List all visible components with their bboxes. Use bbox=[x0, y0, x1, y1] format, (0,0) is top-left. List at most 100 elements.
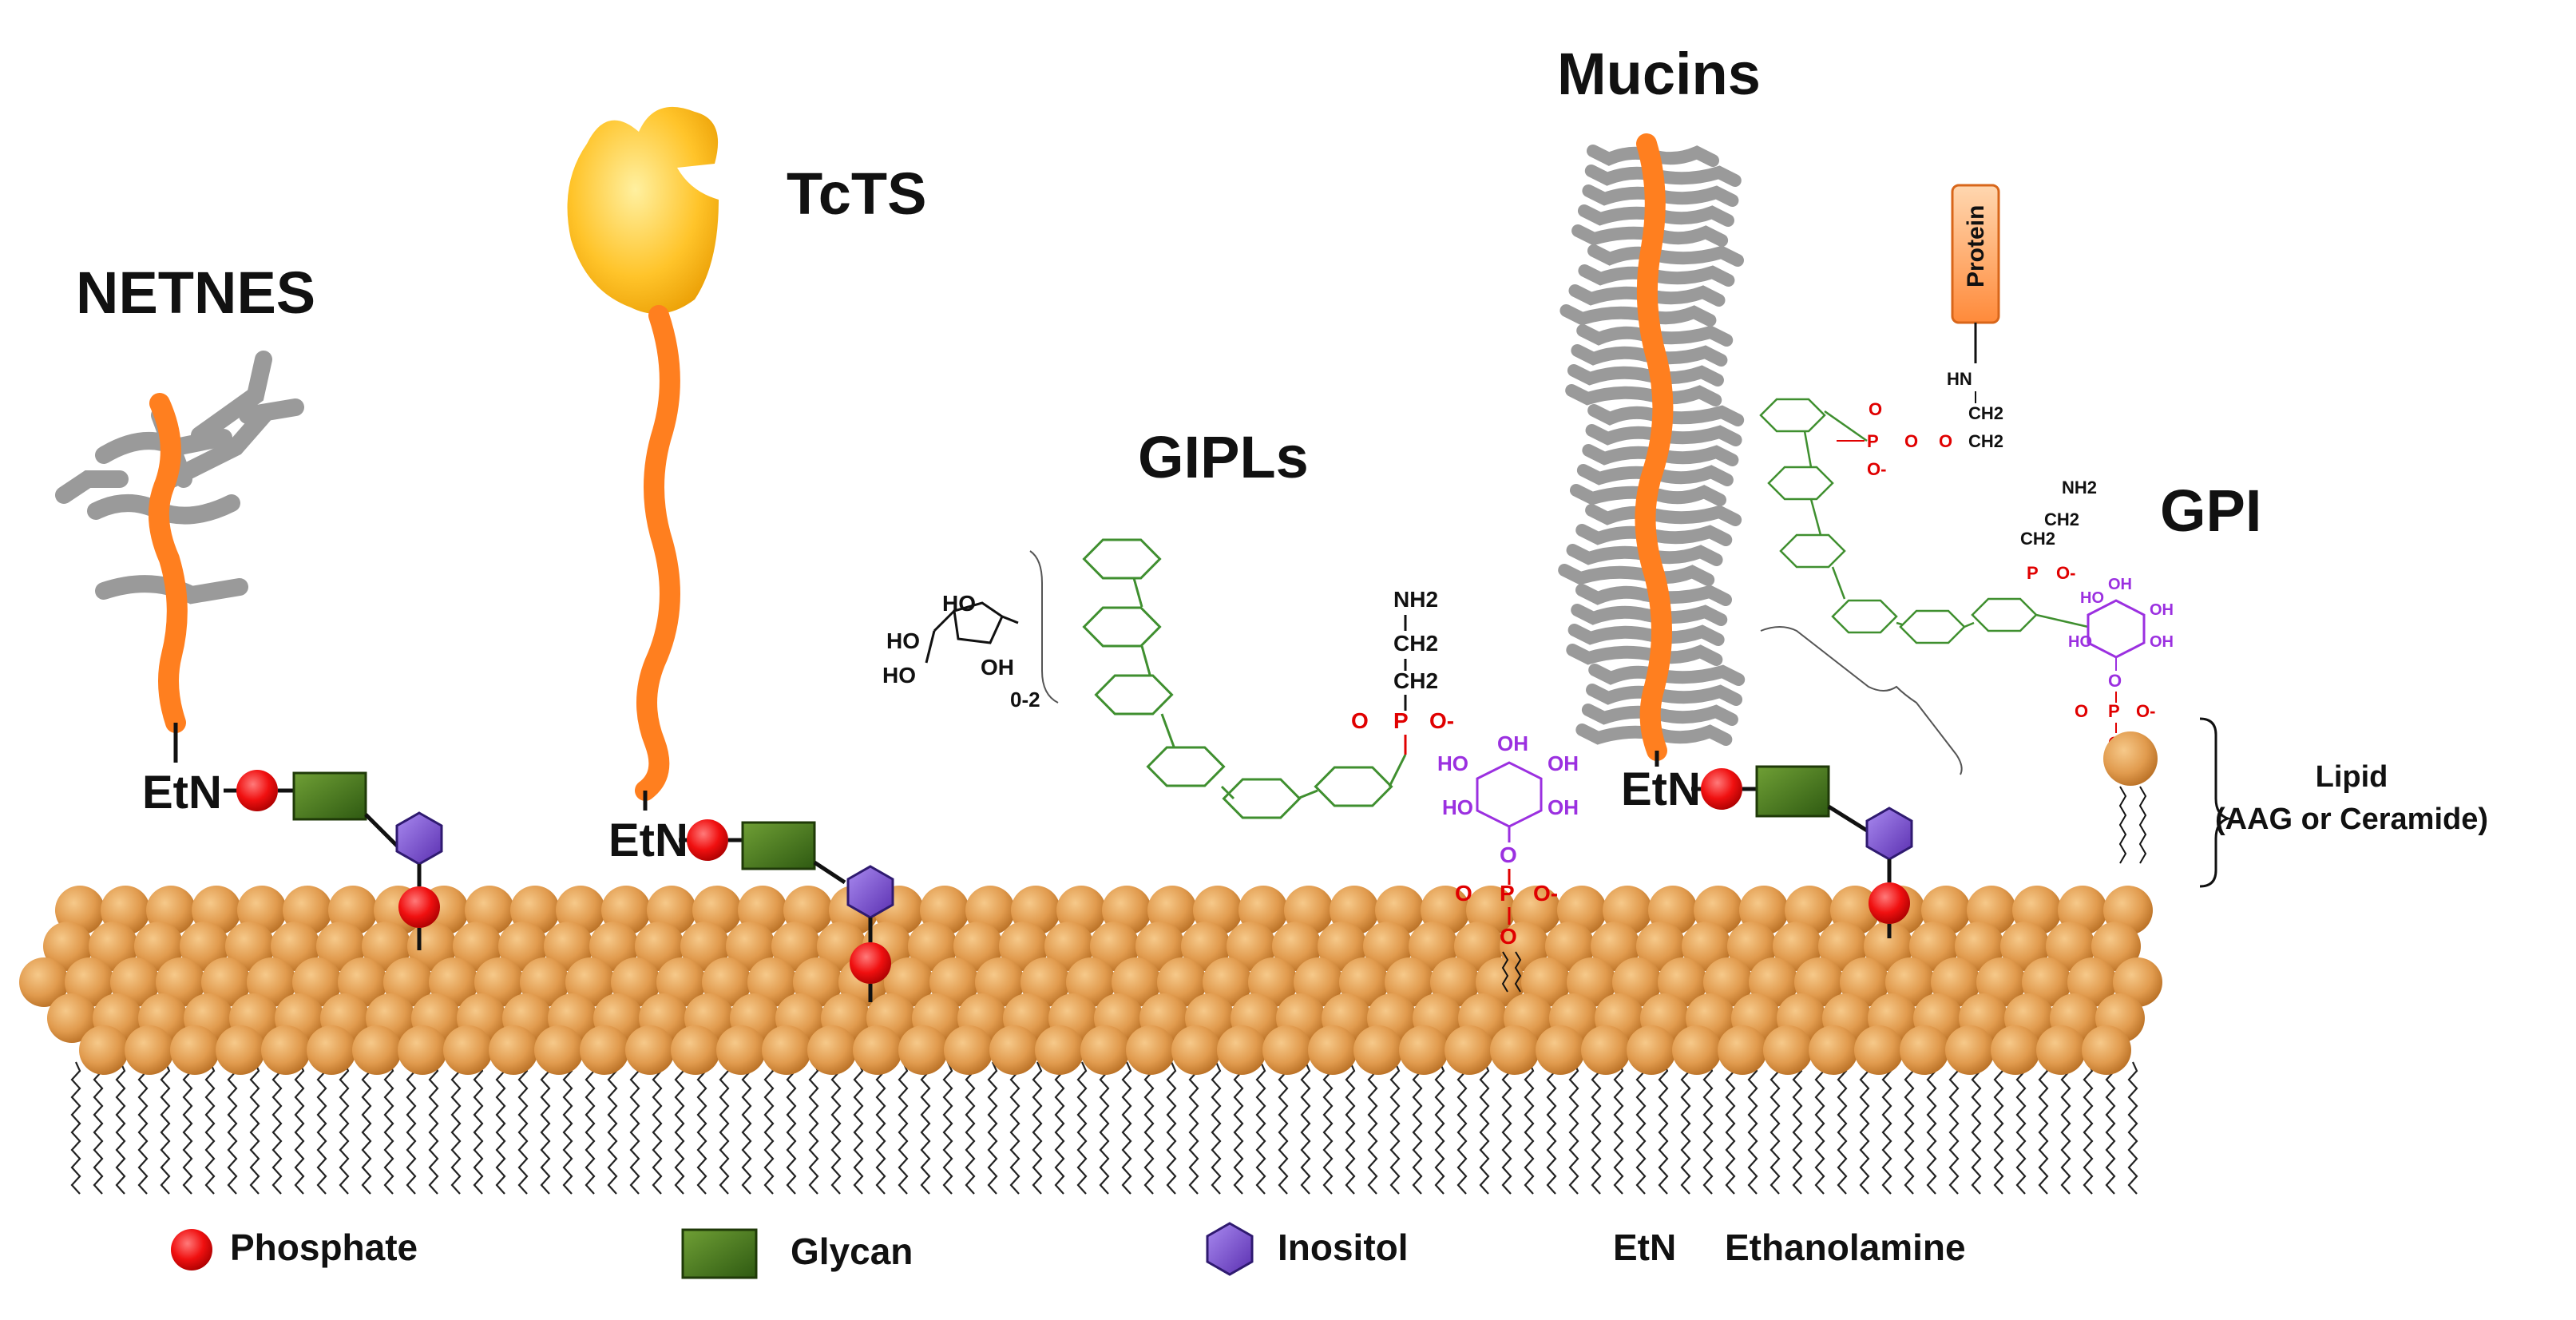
netnes-label: NETNES bbox=[76, 260, 315, 326]
lipid-tail bbox=[316, 1061, 327, 1195]
lipid-head-bead bbox=[1718, 1025, 1767, 1075]
lipid-head-bead bbox=[216, 1025, 265, 1075]
mucins-etn: EtN bbox=[1621, 763, 1701, 815]
gpi-mid-p: P bbox=[2027, 563, 2039, 583]
lipid-head-bead bbox=[1308, 1025, 1357, 1075]
lipid-head-bead bbox=[1545, 922, 1595, 971]
legend-phosphate-icon bbox=[171, 1229, 212, 1270]
lipid-tail bbox=[1904, 1061, 1915, 1195]
gipls-label: GIPLs bbox=[1138, 424, 1309, 490]
mucins-glycan bbox=[1755, 765, 1830, 818]
lipid-tail bbox=[1121, 1061, 1132, 1195]
lipid-head-bead bbox=[1353, 1025, 1403, 1075]
lipid-tail bbox=[1524, 1061, 1535, 1195]
lipid-head-bead bbox=[1727, 922, 1777, 971]
lipid-tail bbox=[1211, 1061, 1222, 1195]
lipid-head-bead bbox=[1818, 922, 1868, 971]
lipid-head-bead bbox=[398, 1025, 447, 1075]
lipid-head-bead bbox=[953, 922, 1003, 971]
lipid-head-bead bbox=[1035, 1025, 1084, 1075]
lipid-head-bead bbox=[807, 1025, 857, 1075]
gipls-p2-o: O bbox=[1455, 881, 1472, 906]
sugar-ring bbox=[1222, 778, 1302, 819]
lipid-head-bead bbox=[1454, 922, 1504, 971]
lipid-tail bbox=[1009, 1061, 1020, 1195]
gipls-ino-ho-2: HO bbox=[1442, 795, 1473, 819]
furanose-oh-4: OH bbox=[981, 655, 1014, 680]
netnes-group: NETNES EtN bbox=[55, 260, 443, 950]
lipid-tail bbox=[160, 1061, 171, 1195]
gpi-top-o-minus: O- bbox=[1867, 459, 1886, 479]
lipid-head-bead bbox=[762, 1025, 811, 1075]
furanose-oh-2: HO bbox=[886, 628, 920, 653]
lipid-head-bead bbox=[125, 1025, 174, 1075]
lipid-tail bbox=[294, 1061, 305, 1195]
lipid-tail bbox=[1233, 1061, 1244, 1195]
lipid-tail bbox=[1702, 1061, 1714, 1195]
lipid-head-bead bbox=[2000, 922, 2050, 971]
lipid-tail bbox=[1099, 1061, 1110, 1195]
lipid-head-bead bbox=[534, 1025, 584, 1075]
gpi-ino-ho: HO bbox=[2080, 589, 2104, 607]
lipid-head-bead bbox=[1900, 1025, 1949, 1075]
lipid-tail bbox=[1143, 1061, 1155, 1195]
lipid-tail bbox=[1993, 1061, 2004, 1195]
sugar-ring bbox=[1831, 599, 1898, 634]
gpi-low-o: O bbox=[2075, 701, 2088, 721]
gipls-lipid-tails bbox=[1501, 951, 1522, 993]
netnes-anchor-phosphate bbox=[398, 886, 440, 928]
lipid-tail bbox=[1859, 1061, 1870, 1195]
furanose-oh-3: HO bbox=[882, 663, 916, 688]
lipid-head-bead bbox=[989, 1025, 1039, 1075]
lipid-head-bead bbox=[498, 922, 548, 971]
lipid-tail bbox=[1613, 1061, 1624, 1195]
lipid-tail bbox=[182, 1061, 193, 1195]
gpi-ino-o: O bbox=[2108, 671, 2122, 691]
lipid-head-bead bbox=[453, 922, 502, 971]
sugar-ring bbox=[1146, 746, 1226, 787]
lipid-bracket bbox=[2199, 717, 2232, 888]
netnes-protein-chain bbox=[148, 393, 188, 733]
lipid-tail bbox=[1680, 1061, 1691, 1195]
sugar-ring bbox=[1082, 606, 1162, 648]
gipls-ch2-b: CH2 bbox=[1393, 668, 1438, 693]
lipid-tail bbox=[1278, 1061, 1289, 1195]
gpi-low-p: P bbox=[2108, 701, 2120, 721]
sugar-ring bbox=[1082, 538, 1162, 580]
lipid-tail bbox=[1635, 1061, 1647, 1195]
lipid-head-bead bbox=[1581, 1025, 1631, 1075]
lipid-tail bbox=[1725, 1061, 1736, 1195]
lipid-head-bead bbox=[307, 1025, 356, 1075]
sugar-ring bbox=[1759, 398, 1826, 433]
lipid-head-bead bbox=[680, 922, 730, 971]
gipls-p-o-minus: O- bbox=[1429, 708, 1454, 733]
gipls-p2-o-minus: O- bbox=[1533, 881, 1558, 906]
lipid-tail bbox=[1546, 1061, 1557, 1195]
gpi-mannose-chain bbox=[1759, 398, 2089, 644]
lipid-head-bead bbox=[1445, 1025, 1494, 1075]
mucins-anchor-phosphate bbox=[1869, 882, 1910, 924]
lipid-head-bead bbox=[19, 957, 69, 1007]
lipid-head-bead bbox=[2082, 1025, 2131, 1075]
lipid-tail bbox=[249, 1061, 260, 1195]
lipid-tail bbox=[763, 1061, 775, 1195]
lipid-tail bbox=[674, 1061, 685, 1195]
sugar-ring bbox=[1971, 597, 2038, 632]
gipls-ino-ho-1: HO bbox=[1437, 751, 1468, 775]
lipid-tail bbox=[540, 1061, 551, 1195]
lipid-head-bead bbox=[1227, 922, 1276, 971]
tcts-anchor-phosphate bbox=[850, 942, 891, 984]
lipid-tail bbox=[271, 1061, 283, 1195]
gipls-ino-oh-2: OH bbox=[1548, 751, 1579, 775]
lipid-tail bbox=[1389, 1061, 1401, 1195]
lipid-head-bead bbox=[1945, 1025, 1995, 1075]
lipid-tail bbox=[920, 1061, 931, 1195]
lipid-tail bbox=[1300, 1061, 1311, 1195]
lipid-tail bbox=[1948, 1061, 1960, 1195]
gpi-protein-label: Protein bbox=[1963, 205, 1989, 287]
lipid-head-bead bbox=[1672, 1025, 1722, 1075]
gipls-galactofuranose bbox=[925, 601, 1019, 664]
lipid-head-bead bbox=[1854, 1025, 1904, 1075]
gpi-inositol-ring bbox=[2087, 599, 2146, 659]
legend-phosphate-label: Phosphate bbox=[230, 1227, 418, 1268]
